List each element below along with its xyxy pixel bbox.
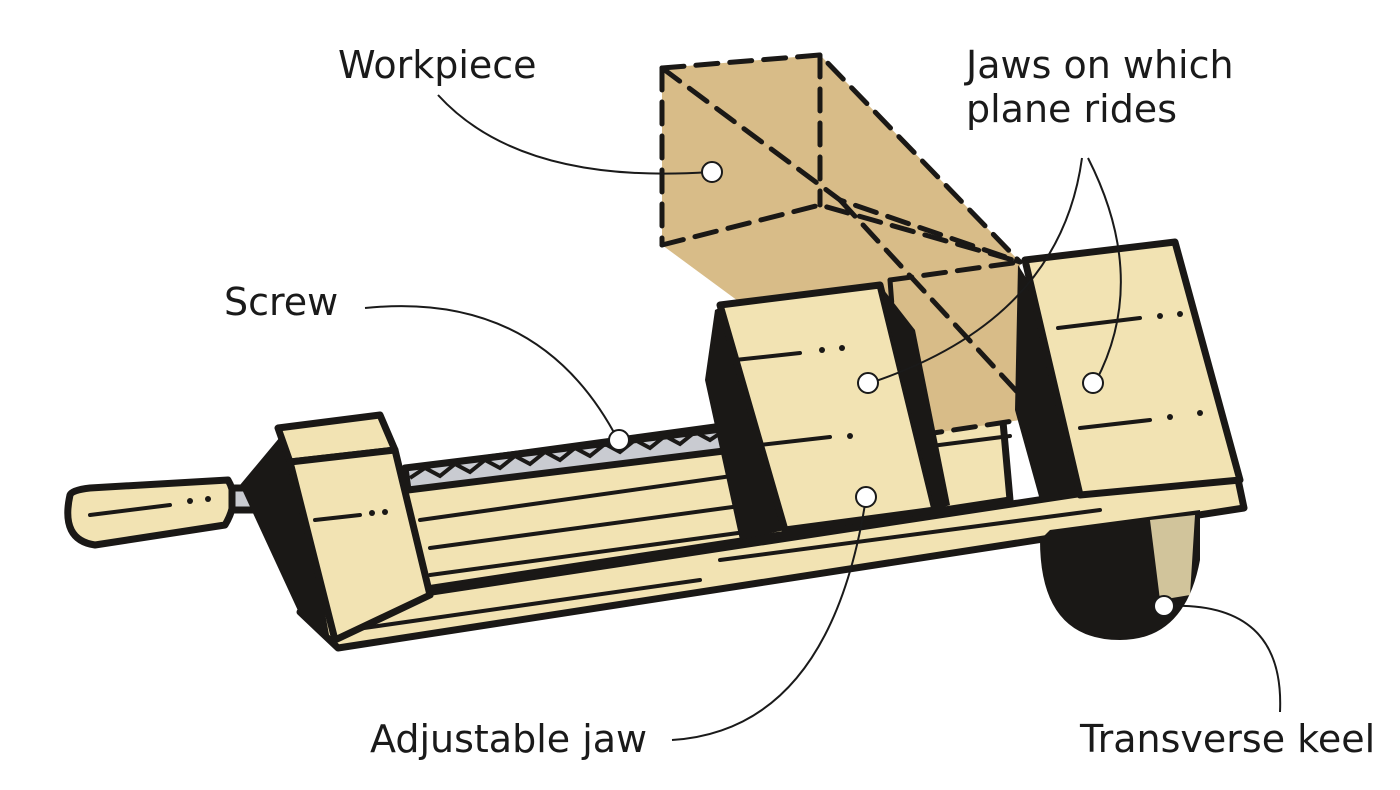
leader-jaws-left: [869, 157, 1083, 384]
leader-screw: [364, 305, 619, 441]
fixed-jaw-block: [1015, 238, 1244, 500]
leader-jaws-right: [1087, 157, 1122, 384]
callout-dot-adjustable-jaw: [855, 486, 877, 508]
callout-dot-workpiece: [701, 161, 723, 183]
label-adjustable-jaw: Adjustable jaw: [370, 717, 647, 761]
transverse-keel: [1040, 510, 1200, 640]
leader-workpiece: [437, 94, 711, 175]
callout-dot-keel: [1153, 595, 1175, 617]
label-screw: Screw: [224, 280, 338, 324]
leader-transverse-keel: [1164, 604, 1282, 713]
label-jaws-line2: plane rides: [966, 87, 1177, 131]
fixed-end-block: [240, 411, 434, 644]
label-workpiece: Workpiece: [338, 43, 537, 87]
adjustable-jaw-block: [705, 281, 950, 540]
callout-dot-screw: [608, 429, 630, 451]
label-jaws-line1: Jaws on which: [964, 43, 1234, 87]
callout-dot-jaw-left: [857, 372, 879, 394]
workpiece-block: [659, 52, 1023, 438]
callout-dot-jaw-right: [1082, 372, 1104, 394]
label-transverse-keel: Transverse keel: [1079, 717, 1375, 761]
leader-adjustable-jaw: [671, 497, 867, 741]
